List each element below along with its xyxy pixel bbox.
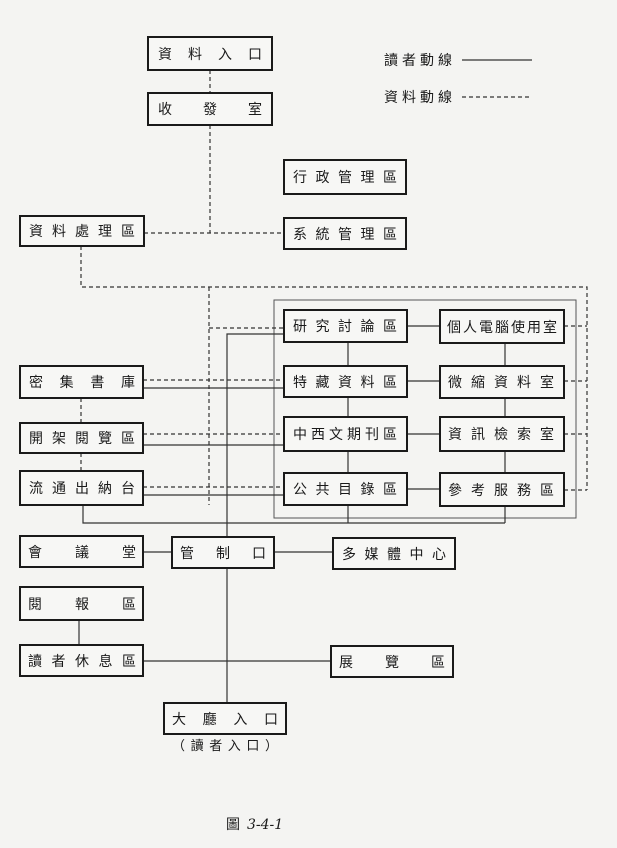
material-flow-lines (80, 70, 588, 505)
svg-text:開架閱覽區: 開架閱覽區 (29, 431, 135, 447)
node-public-catalog: 公共目錄區 (283, 472, 408, 506)
svg-text:特藏資料區: 特藏資料區 (293, 375, 397, 391)
caption-number: 3-4-1 (247, 817, 283, 833)
node-discussion-area: 研究討論區 (283, 309, 408, 343)
node-lobby-entrance: 大廳入口 (163, 702, 287, 735)
reader-flow-lines (78, 325, 506, 703)
node-reference-service: 參考服務區 (439, 472, 565, 507)
lobby-entrance-note: （讀者入口） (172, 739, 278, 754)
node-system-area: 系統管理區 (283, 217, 407, 250)
node-open-stacks: 開架閱覽區 (19, 422, 144, 454)
svg-text:多媒體中心: 多媒體中心 (342, 546, 446, 563)
node-pc-room: 個人電腦使用室 (439, 309, 565, 344)
svg-text:微縮資料室: 微縮資料室 (448, 374, 554, 391)
node-multimedia-center: 多媒體中心 (332, 537, 456, 570)
svg-text:流通出納台: 流通出納台 (29, 481, 135, 497)
svg-text:行政管理區: 行政管理區 (293, 170, 397, 186)
svg-text:資訊檢索室: 資訊檢索室 (448, 426, 554, 443)
svg-text:管制口: 管制口 (180, 546, 266, 562)
svg-text:個人電腦使用室: 個人電腦使用室 (447, 319, 557, 336)
svg-text:研究討論區: 研究討論區 (293, 319, 397, 335)
node-exhibition-area: 展覽區 (330, 645, 454, 678)
node-reader-lounge: 讀者休息區 (19, 644, 144, 677)
legend-reader-flow-label: 讀者動線 (384, 53, 452, 69)
reading-zone-enclosure (273, 299, 577, 519)
svg-text:參考服務區: 參考服務區 (448, 483, 554, 499)
node-processing-area: 資料處理區 (19, 215, 145, 247)
svg-text:資料處理區: 資料處理區 (29, 224, 135, 240)
svg-text:系統管理區: 系統管理區 (293, 227, 397, 243)
node-newspaper-area: 閱報區 (19, 586, 144, 621)
caption-prefix: 圖 (226, 817, 240, 833)
node-control-point: 管制口 (171, 536, 275, 569)
node-mail-room: 收發室 (147, 92, 273, 126)
svg-text:公共目錄區: 公共目錄區 (293, 482, 397, 498)
node-compact-stacks: 密集書庫 (19, 365, 144, 399)
node-info-retrieval: 資訊檢索室 (439, 416, 565, 452)
svg-text:讀者休息區: 讀者休息區 (28, 653, 136, 670)
node-special-collections: 特藏資料區 (283, 365, 408, 398)
legend-material-flow-label: 資料動線 (384, 90, 452, 106)
node-meeting-hall: 會議堂 (19, 535, 144, 568)
node-material-entrance: 資料入口 (147, 36, 273, 71)
node-microform-room: 微縮資料室 (439, 365, 565, 399)
node-admin-area: 行政管理區 (283, 159, 407, 195)
node-periodicals: 中西文期刊區 (283, 416, 408, 452)
node-circulation-desk: 流通出納台 (19, 470, 144, 506)
